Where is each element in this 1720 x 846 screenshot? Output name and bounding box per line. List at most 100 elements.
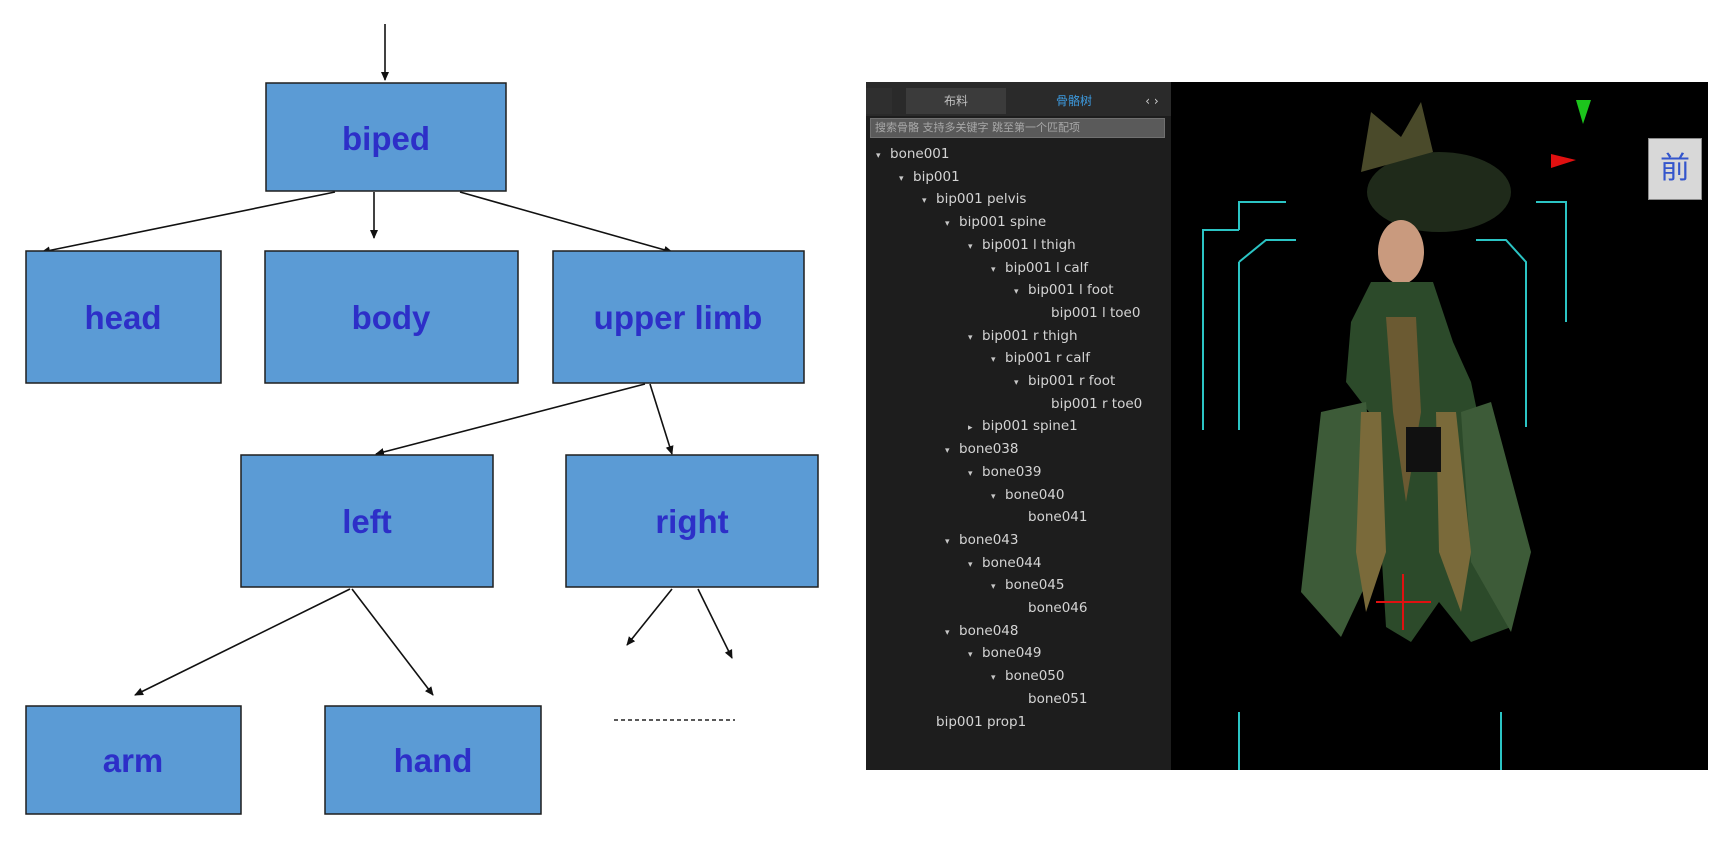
bone-tree-item[interactable]: ▾ bip001 spine bbox=[945, 211, 1046, 233]
edge-right-child-1 bbox=[626, 588, 673, 646]
expand-arrow-icon[interactable]: ▾ bbox=[945, 446, 950, 457]
bone-tree-item[interactable]: ▾ bip001 r thigh bbox=[968, 325, 1078, 347]
bone-tree-item[interactable]: ▾ bone039 bbox=[968, 461, 1041, 483]
expand-arrow-icon[interactable]: ▾ bbox=[945, 219, 950, 230]
expand-arrow-icon[interactable]: ▾ bbox=[991, 673, 996, 684]
expand-arrow-icon[interactable]: ▾ bbox=[968, 650, 973, 661]
node-right: right bbox=[565, 454, 819, 588]
bone-tree-item[interactable]: ▾ bone043 bbox=[945, 529, 1018, 551]
node-biped: biped bbox=[265, 82, 507, 192]
bone-tree-item-label: bip001 l calf bbox=[1005, 259, 1089, 276]
3d-viewport[interactable] bbox=[1171, 82, 1708, 770]
node-label-body: body bbox=[352, 299, 431, 336]
node-label-arm: arm bbox=[103, 742, 164, 779]
bone-tree-item-label: bip001 l foot bbox=[1028, 282, 1114, 299]
camera-guide-lines bbox=[1202, 201, 1567, 770]
expand-arrow-icon[interactable]: ▾ bbox=[945, 627, 950, 638]
bone-tree-item[interactable]: ▾ bip001 pelvis bbox=[922, 188, 1026, 210]
bone-tree-item[interactable]: ▾ bip001 l thigh bbox=[968, 234, 1076, 256]
bone-tree-item-label: bip001 pelvis bbox=[936, 191, 1027, 208]
bone-tree-item-label: bip001 r calf bbox=[1005, 350, 1090, 367]
bone-tree-item[interactable]: ▾ bone045 bbox=[991, 574, 1064, 596]
expand-arrow-icon[interactable]: ▾ bbox=[968, 559, 973, 570]
edge-upper-limb-left bbox=[375, 383, 646, 456]
bone-tree-item[interactable]: bip001 l toe0 bbox=[1037, 302, 1140, 324]
bone-tree-item-label: bone046 bbox=[1028, 600, 1088, 616]
pivot-cross-gizmo[interactable] bbox=[1376, 574, 1431, 630]
bone-tree-item-label: bip001 r toe0 bbox=[1051, 395, 1143, 412]
edge-left-hand bbox=[351, 588, 434, 696]
bone-tree-item[interactable]: bip001 prop1 bbox=[922, 711, 1026, 733]
expand-arrow-icon[interactable]: ▾ bbox=[991, 355, 996, 366]
bone-tree-item[interactable]: bip001 r toe0 bbox=[1037, 393, 1142, 415]
diagram-edges bbox=[41, 24, 735, 721]
bone-tree-item[interactable]: ▾ bip001 bbox=[899, 166, 960, 188]
expand-arrow-icon[interactable]: ▾ bbox=[991, 264, 996, 275]
bone-tree-item-label: bone001 bbox=[890, 146, 950, 162]
edge-biped-upper-limb bbox=[459, 191, 673, 254]
bone-tree-item[interactable]: ▸bip001 spine1 bbox=[968, 415, 1078, 437]
bone-tree-item[interactable]: ▾ bone050 bbox=[991, 665, 1064, 687]
panel-tab-bar: 布料 骨骼树 ‹ › bbox=[866, 82, 1171, 116]
bone-tree-item-label: bip001 spine bbox=[959, 214, 1047, 231]
bone-tree-item[interactable]: ▾ bone048 bbox=[945, 620, 1018, 642]
bone-tree-item-label: bone039 bbox=[982, 463, 1042, 480]
edge-left-arm bbox=[134, 588, 351, 696]
bone-tree-item-label: bone045 bbox=[1005, 577, 1065, 594]
axis-x-arrow-icon[interactable] bbox=[1551, 154, 1576, 168]
front-view-cube-icon[interactable]: 前 bbox=[1648, 138, 1702, 200]
edge-upper-limb-right bbox=[649, 383, 674, 455]
collapsed-arrow-icon[interactable]: ▸ bbox=[968, 423, 973, 434]
bone-tree-item-label: bip001 r thigh bbox=[982, 327, 1078, 344]
bone-tree-item[interactable]: ▾ bone044 bbox=[968, 552, 1041, 574]
tab-collapsed[interactable] bbox=[866, 88, 892, 114]
axis-y-arrow-icon[interactable] bbox=[1576, 100, 1591, 124]
bone-tree-item[interactable]: ▾bone040 bbox=[991, 484, 1064, 506]
expand-arrow-icon[interactable]: ▾ bbox=[945, 536, 950, 547]
node-label-hand: hand bbox=[394, 742, 473, 779]
bone-tree-item-label: bone051 bbox=[1028, 690, 1088, 707]
bone-tree-item[interactable]: ▾bone038 bbox=[945, 438, 1018, 460]
bone-tree-panel: 布料 骨骼树 ‹ › ▾ bone001 ▾ bip001 ▾ bip001 pelvis… bbox=[866, 82, 1171, 770]
bone-tree-item[interactable]: ▾ bone001 bbox=[876, 143, 949, 165]
expand-arrow-icon[interactable]: ▾ bbox=[968, 241, 973, 252]
expand-arrow-icon[interactable]: ▾ bbox=[1014, 378, 1019, 388]
bone-tree-item[interactable]: ▾ bone049 bbox=[968, 642, 1041, 664]
bone-tree-item[interactable]: bone046 bbox=[1014, 597, 1087, 619]
expand-arrow-icon[interactable]: ▾ bbox=[1014, 287, 1019, 298]
tab-scroll-arrows[interactable]: ‹ › bbox=[1145, 94, 1159, 108]
expand-arrow-icon[interactable]: ▾ bbox=[968, 332, 973, 343]
node-head: head bbox=[25, 250, 222, 384]
bone-tree-item-label: bone044 bbox=[982, 554, 1042, 571]
edge-right-child-2 bbox=[697, 588, 733, 659]
bone-tree-item-label: bip001 bbox=[913, 168, 960, 185]
expand-arrow-icon[interactable]: ▾ bbox=[922, 196, 927, 207]
bone-tree-item[interactable]: ▾ bip001 r foot bbox=[1014, 370, 1115, 392]
bone-tree-item-label: bone050 bbox=[1005, 668, 1065, 685]
expand-arrow-icon[interactable]: ▾ bbox=[968, 468, 973, 479]
node-label-right: right bbox=[655, 503, 728, 540]
expand-arrow-icon[interactable]: ▾ bbox=[899, 173, 904, 184]
bone-tree-item[interactable]: ▾ bip001 l foot bbox=[1014, 279, 1114, 301]
bone-tree-item[interactable]: bone051 bbox=[1014, 688, 1087, 710]
bone-tree-item-label: bone043 bbox=[959, 531, 1019, 548]
bone-search-input[interactable] bbox=[870, 118, 1165, 138]
expand-arrow-icon[interactable]: ▾ bbox=[991, 491, 996, 502]
node-label-biped: biped bbox=[342, 120, 430, 157]
bone-tree-item[interactable]: ▾ bip001 l calf bbox=[991, 257, 1088, 279]
bone-editor-window: 布料 骨骼树 ‹ › ▾ bone001 ▾ bip001 ▾ bip001 pelvis… bbox=[866, 82, 1708, 770]
bone-tree-item[interactable]: bone041 bbox=[1014, 506, 1087, 528]
bone-tree-item[interactable]: ▾ bip001 r calf bbox=[991, 347, 1090, 369]
bone-tree-item-label: bone049 bbox=[982, 645, 1042, 662]
bone-tree-item-label: bip001 l thigh bbox=[982, 236, 1076, 253]
tab-cloth[interactable]: 布料 bbox=[906, 88, 1006, 114]
node-label-upper-limb: upper limb bbox=[594, 299, 763, 336]
expand-arrow-icon[interactable]: ▾ bbox=[876, 151, 881, 161]
expand-arrow-icon[interactable]: ▾ bbox=[991, 582, 996, 593]
bone-tree-item-label: bone048 bbox=[959, 622, 1019, 639]
tab-bone-tree[interactable]: 骨骼树 bbox=[1055, 94, 1092, 108]
node-arm: arm bbox=[25, 705, 242, 815]
node-left: left bbox=[240, 454, 494, 588]
bone-tree-item-label: bip001 r foot bbox=[1028, 373, 1116, 389]
node-label-left: left bbox=[342, 503, 392, 540]
